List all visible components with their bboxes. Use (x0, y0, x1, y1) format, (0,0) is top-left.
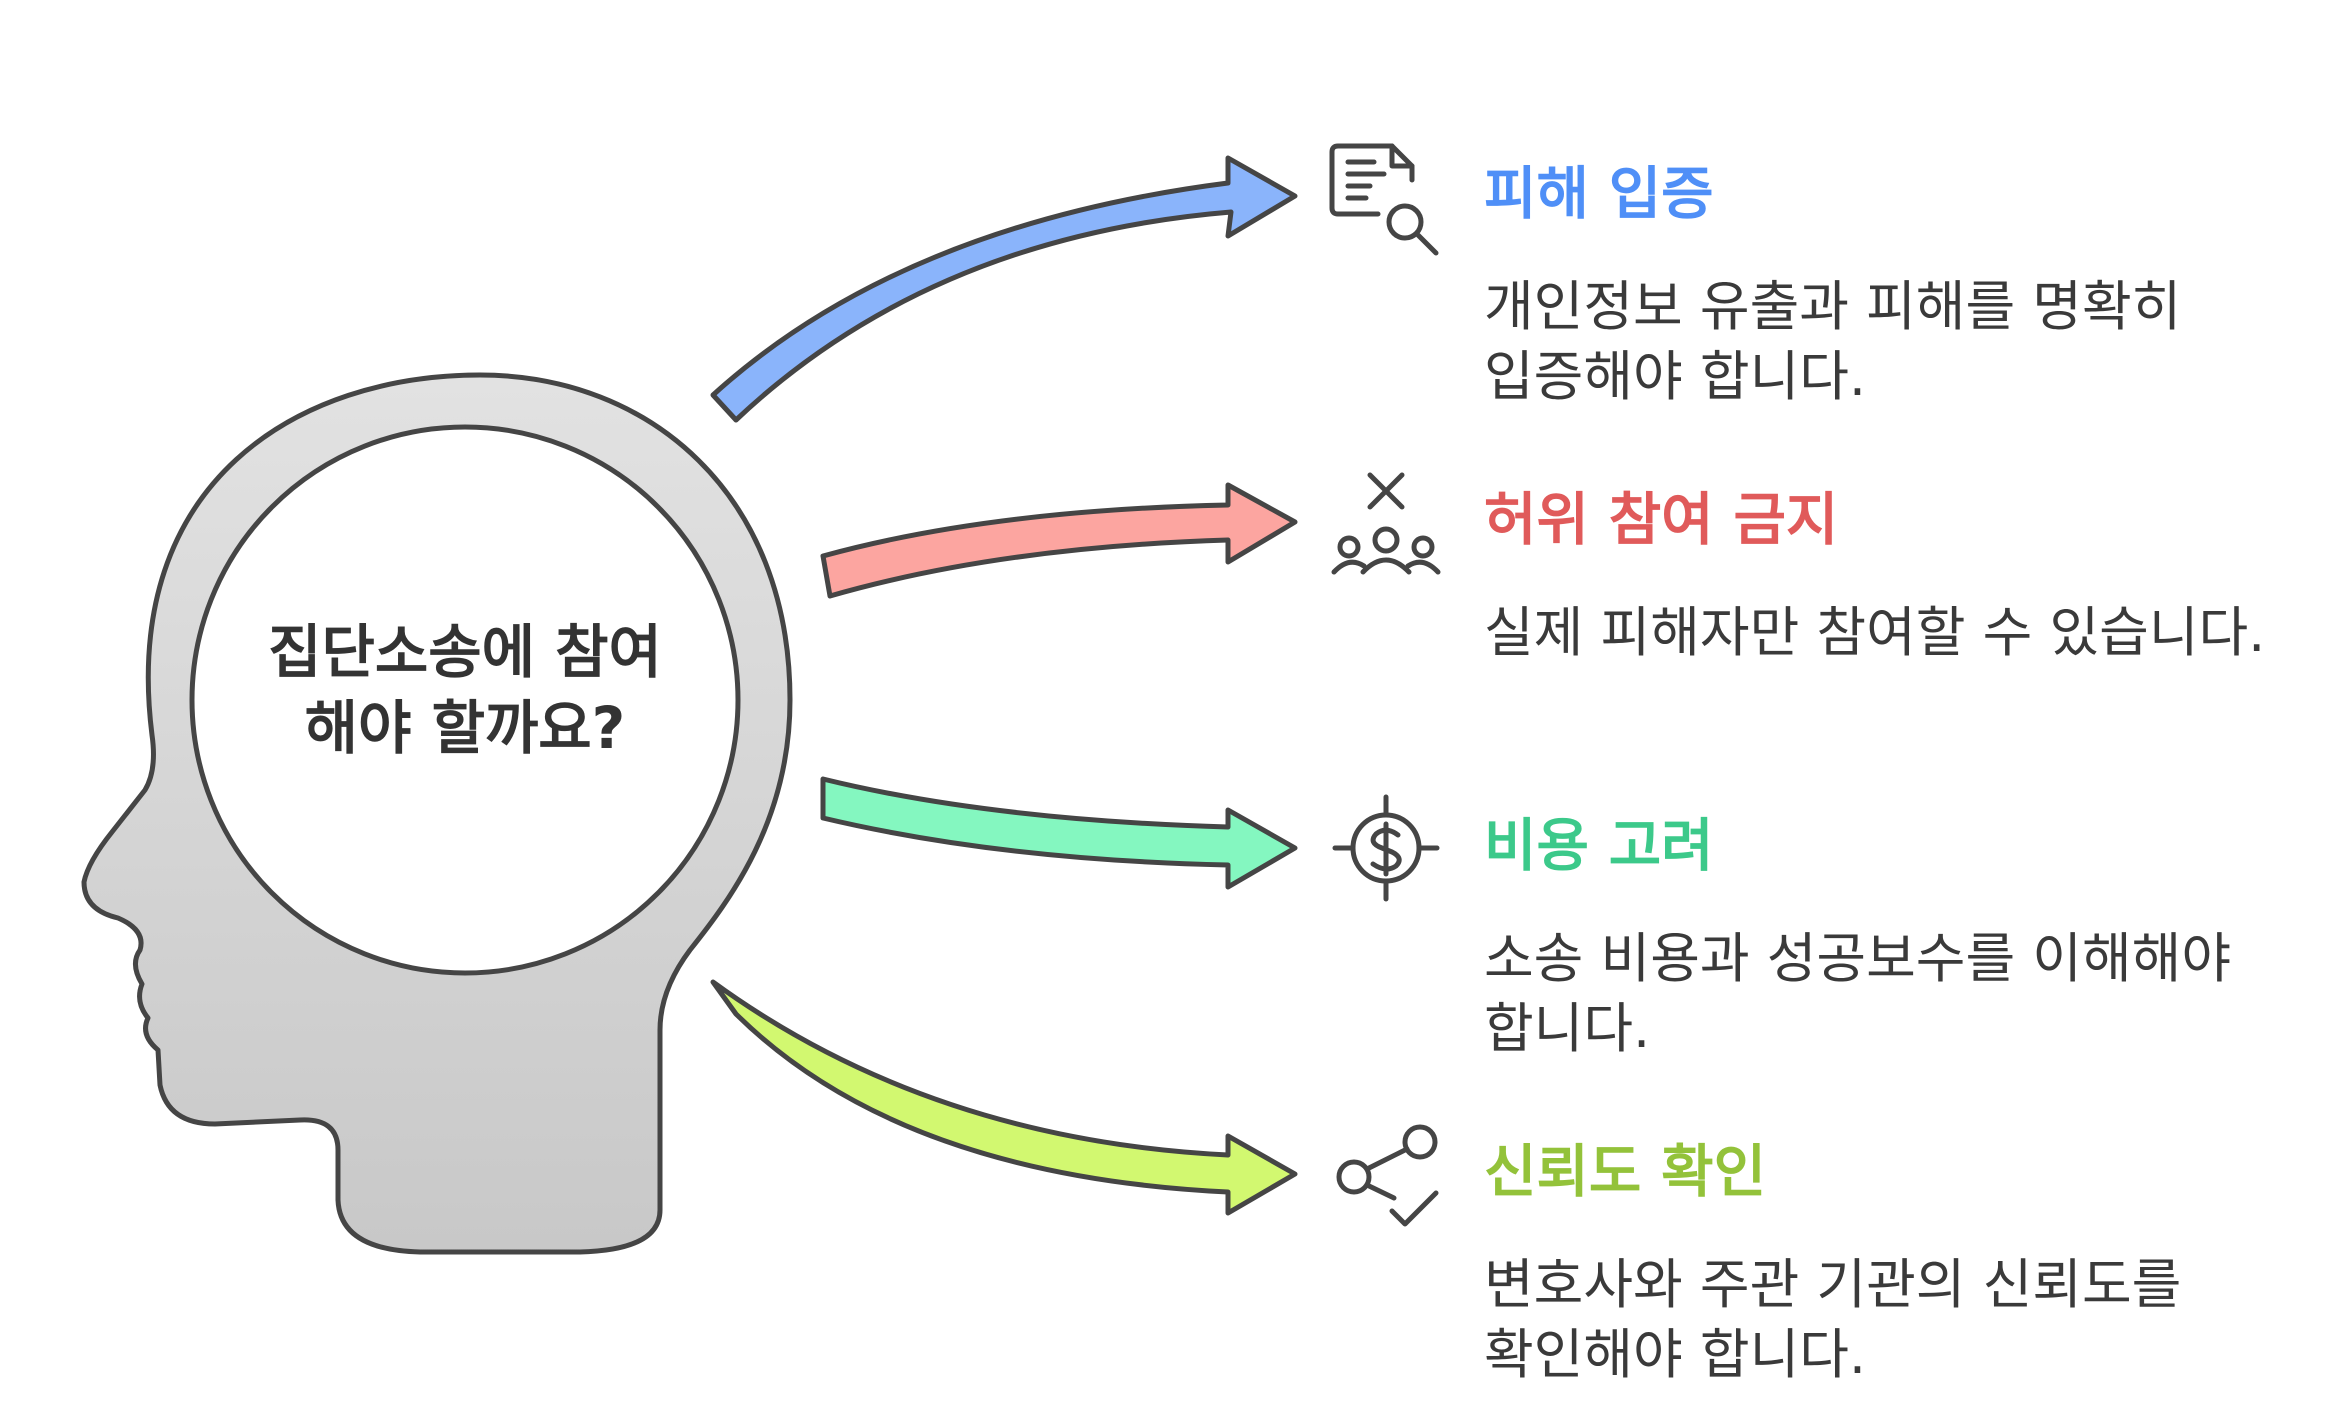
item-description-evidence: 개인정보 유출과 피해를 명확히 입증해야 합니다. (1484, 275, 2182, 409)
item-title-reliability: 신뢰도 확인 (1484, 1139, 1767, 1205)
arrow-to-reliability (710, 979, 1298, 1216)
item-description-cost: 소송 비용과 성공보수를 이해해야 합니다. (1484, 927, 2232, 1061)
arrow-to-no-false-participation (820, 482, 1298, 599)
head-inner-circle (189, 424, 741, 976)
item-title-evidence: 피해 입증 (1484, 161, 1714, 227)
share-check-icon (1336, 1124, 1439, 1227)
arrow-to-cost (820, 776, 1298, 890)
item-title-no-false-participation: 허위 참여 금지 (1484, 487, 1839, 553)
arrow-to-evidence (710, 155, 1298, 423)
center-question-line-1: 집단소송에 참여 (268, 618, 662, 686)
item-description-reliability: 변호사와 주관 기관의 신뢰도를 확인해야 합니다. (1484, 1253, 2182, 1387)
item-description-no-false-participation: 실제 피해자만 참여할 수 있습니다. (1484, 601, 2266, 664)
document-search-icon (1329, 143, 1439, 256)
center-question-line-2: 해야 할까요? (305, 694, 626, 762)
people-x-icon (1331, 472, 1441, 575)
item-title-cost: 비용 고려 (1484, 813, 1714, 879)
dollar-target-icon (1332, 794, 1440, 902)
